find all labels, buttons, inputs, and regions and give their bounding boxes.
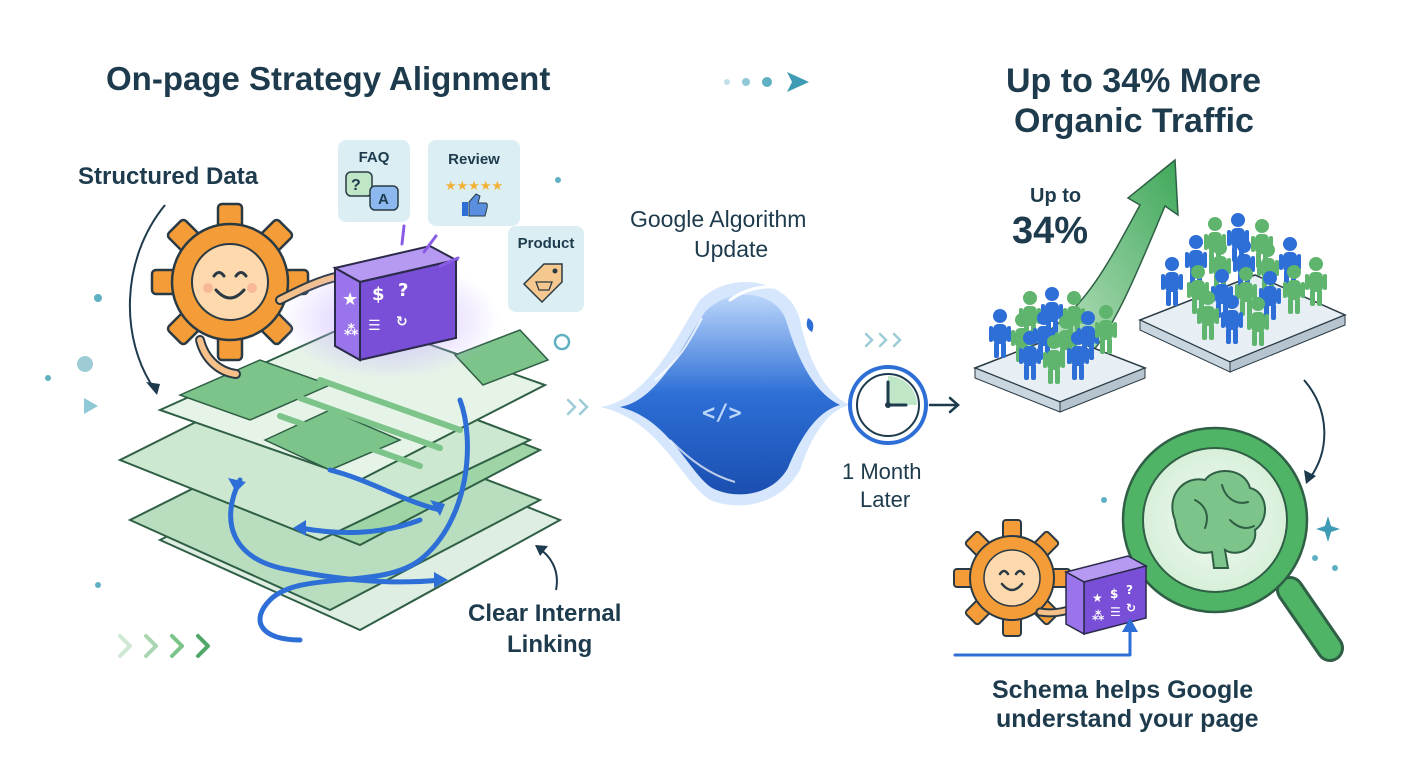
curve-arrow-right — [1303, 379, 1326, 479]
svg-text:?: ? — [1126, 583, 1133, 597]
left-title: On-page Strategy Alignment — [106, 60, 551, 97]
growth-small-label: Up to — [1030, 185, 1082, 207]
review-card: Review ★★★★★ — [428, 140, 520, 226]
gear-mascot-small — [953, 519, 1079, 637]
flow-dots-top — [724, 72, 809, 92]
structured-data-label: Structured Data — [78, 163, 259, 190]
svg-text:☰: ☰ — [1110, 605, 1121, 619]
price-tag-icon — [522, 263, 563, 304]
brain-icon — [1171, 469, 1267, 569]
delay-label-line2: Later — [860, 487, 911, 512]
svg-text:⁂: ⁂ — [1092, 609, 1105, 623]
link-arrowheads — [228, 478, 448, 588]
svg-text:</>: </> — [702, 401, 742, 426]
right-decoration-sparkles — [1101, 497, 1340, 571]
faq-card-label: FAQ — [359, 149, 390, 166]
structured-data-pointer-head — [146, 382, 160, 395]
internal-linking-label-line2: Linking — [507, 631, 593, 658]
algorithm-update-label-line1: Google Algorithm — [630, 206, 807, 232]
svg-text:↻: ↻ — [396, 314, 408, 330]
delay-label-line1: 1 Month — [842, 459, 922, 484]
left-decoration-dots — [45, 177, 571, 588]
product-card: Product — [508, 226, 584, 312]
svg-text:$: $ — [372, 284, 385, 305]
svg-text:★: ★ — [342, 289, 358, 310]
underline-arrow-head — [1122, 618, 1138, 632]
schema-block: ★ $ ? ⁂ ☰ ↻ — [280, 224, 500, 380]
svg-text:?: ? — [398, 280, 408, 301]
svg-text:$: $ — [1110, 587, 1118, 601]
curve-arrow-right-head — [1304, 470, 1316, 484]
chevrons-to-clock — [864, 332, 902, 348]
caption-line2: understand your page — [996, 705, 1259, 733]
svg-text:⁂: ⁂ — [344, 323, 359, 339]
clock-arrow — [928, 396, 960, 414]
caption-line1: Schema helps Google — [992, 676, 1254, 704]
thumbs-up-icon — [462, 193, 488, 217]
right-title-line1: Up to 34% More — [1006, 62, 1262, 100]
structured-data-pointer-arrow — [128, 204, 166, 391]
product-card-label: Product — [518, 235, 575, 252]
svg-text:?: ? — [351, 177, 361, 194]
svg-text:☰: ☰ — [368, 318, 381, 334]
faq-card: FAQ ? A — [338, 140, 410, 222]
internal-linking-label-line1: Clear Internal — [468, 600, 622, 627]
clock-icon — [848, 365, 928, 445]
underline-arrow — [953, 626, 1132, 657]
chevrons-to-wave — [566, 398, 589, 416]
review-card-label: Review — [448, 151, 500, 168]
internal-linking-pointer-head — [535, 545, 548, 556]
left-chevrons — [118, 634, 210, 658]
svg-text:★: ★ — [1092, 591, 1103, 605]
svg-text:★★★★★: ★★★★★ — [445, 179, 503, 194]
schema-block-small: ★ $ ? ⁂ ☰ ↻ — [1063, 555, 1149, 636]
algorithm-update-label-line2: Update — [694, 236, 769, 262]
algorithm-wave: </> — [600, 281, 850, 506]
internal-link-arrows — [228, 397, 470, 643]
right-title-line2: Organic Traffic — [1014, 102, 1254, 140]
growth-big-label: 34% — [1012, 210, 1089, 252]
svg-text:↻: ↻ — [1126, 601, 1136, 615]
svg-text:A: A — [378, 191, 389, 208]
magnifying-glass-icon — [1121, 426, 1344, 662]
